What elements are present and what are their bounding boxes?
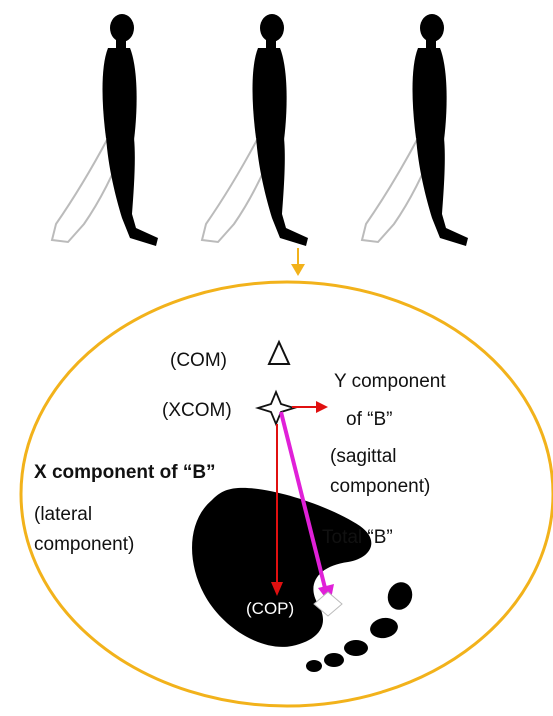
- body-silhouette-1: [103, 14, 159, 246]
- foot-silhouette: [192, 488, 416, 672]
- com-triangle-icon: [269, 342, 289, 364]
- x-component-label-1: X component of “B”: [34, 462, 216, 483]
- xcom-star-icon: [258, 392, 294, 424]
- com-label: (COM): [170, 350, 227, 371]
- walking-figure-3: [362, 14, 468, 246]
- walking-figure-1: [52, 14, 158, 246]
- body-silhouette-2: [253, 14, 309, 246]
- y-component-arrow-head: [316, 401, 328, 413]
- x-component-label-2: (lateral: [34, 504, 92, 525]
- walking-figure-2: [202, 14, 308, 246]
- y-component-label-3: (sagittal: [330, 446, 397, 467]
- total-b-label: Total “B”: [322, 527, 393, 548]
- y-component-label-4: component): [330, 476, 430, 497]
- x-component-label-3: component): [34, 534, 134, 555]
- y-component-label-1: Y component: [334, 371, 446, 392]
- body-silhouette-3: [413, 14, 469, 246]
- y-component-label-2: of “B”: [346, 409, 392, 430]
- xcom-label: (XCOM): [162, 400, 232, 421]
- connector-arrow-head: [291, 264, 305, 276]
- cop-label: (COP): [246, 599, 294, 618]
